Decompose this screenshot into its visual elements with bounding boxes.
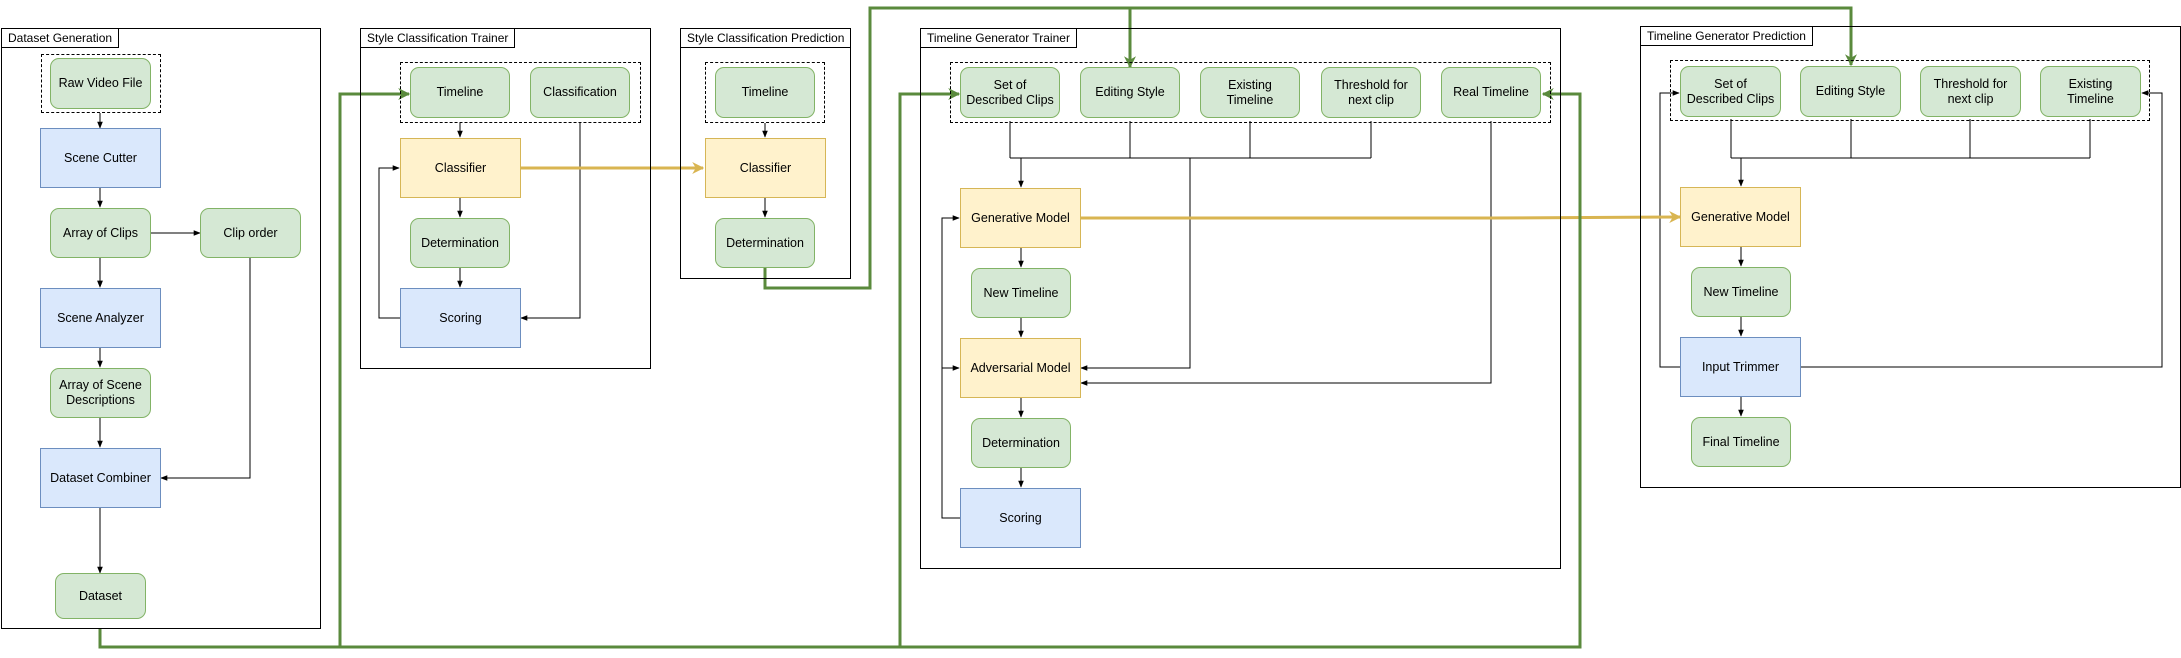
node-existing-timeline[interactable]: Existing Timeline	[2040, 66, 2141, 117]
panel-style-classification-trainer: Style Classification Trainer	[360, 28, 651, 369]
node-determination[interactable]: Determination	[715, 218, 815, 268]
node-new-timeline[interactable]: New Timeline	[1691, 267, 1791, 317]
node-scene-analyzer[interactable]: Scene Analyzer	[40, 288, 161, 348]
input-group-dataset-generation	[41, 54, 161, 113]
node-timeline[interactable]: Timeline	[715, 67, 815, 118]
node-editing-style[interactable]: Editing Style	[1080, 67, 1180, 118]
input-group-style-prediction	[705, 62, 825, 123]
node-adversarial-model[interactable]: Adversarial Model	[960, 338, 1081, 398]
input-group-timeline-trainer	[950, 62, 1551, 123]
panel-title: Dataset Generation	[1, 28, 120, 48]
node-dataset-combiner[interactable]: Dataset Combiner	[40, 448, 161, 508]
input-group-timeline-prediction	[1670, 60, 2150, 121]
node-set-of-described-clips[interactable]: Set of Described Clips	[960, 67, 1060, 118]
panel-style-classification-prediction: Style Classification Prediction	[680, 28, 852, 279]
node-classifier[interactable]: Classifier	[400, 138, 521, 198]
node-scoring[interactable]: Scoring	[960, 488, 1081, 548]
panel-timeline-generator-trainer: Timeline Generator Trainer	[920, 28, 1561, 569]
node-timeline[interactable]: Timeline	[410, 67, 510, 118]
node-generative-model[interactable]: Generative Model	[1680, 187, 1801, 247]
panel-title: Timeline Generator Prediction	[1640, 26, 1813, 46]
panel-title: Timeline Generator Trainer	[920, 28, 1077, 48]
node-dataset[interactable]: Dataset	[55, 573, 146, 619]
node-array-of-clips[interactable]: Array of Clips	[50, 208, 151, 258]
node-threshold-for-next-clip[interactable]: Threshold for next clip	[1321, 67, 1421, 118]
node-editing-style[interactable]: Editing Style	[1800, 66, 1901, 117]
node-array-of-scene-descriptions[interactable]: Array of Scene Descriptions	[50, 368, 151, 418]
node-clip-order[interactable]: Clip order	[200, 208, 301, 258]
node-scoring[interactable]: Scoring	[400, 288, 521, 348]
input-group-style-trainer	[400, 62, 641, 123]
node-raw-video-file[interactable]: Raw Video File	[50, 58, 151, 109]
node-scene-cutter[interactable]: Scene Cutter	[40, 128, 161, 188]
panel-title: Style Classification Prediction	[680, 28, 852, 48]
node-determination[interactable]: Determination	[971, 418, 1071, 468]
node-generative-model[interactable]: Generative Model	[960, 188, 1081, 248]
node-existing-timeline[interactable]: Existing Timeline	[1200, 67, 1300, 118]
node-threshold-for-next-clip[interactable]: Threshold for next clip	[1920, 66, 2021, 117]
node-classification[interactable]: Classification	[530, 67, 630, 118]
panel-title: Style Classification Trainer	[360, 28, 516, 48]
node-classifier[interactable]: Classifier	[705, 138, 826, 198]
node-determination[interactable]: Determination	[410, 218, 510, 268]
node-final-timeline[interactable]: Final Timeline	[1691, 417, 1791, 467]
node-input-trimmer[interactable]: Input Trimmer	[1680, 337, 1801, 397]
node-new-timeline[interactable]: New Timeline	[971, 268, 1071, 318]
node-set-of-described-clips[interactable]: Set of Described Clips	[1680, 66, 1781, 117]
panel-dataset-generation: Dataset Generation	[1, 28, 321, 629]
node-real-timeline[interactable]: Real Timeline	[1441, 67, 1541, 118]
